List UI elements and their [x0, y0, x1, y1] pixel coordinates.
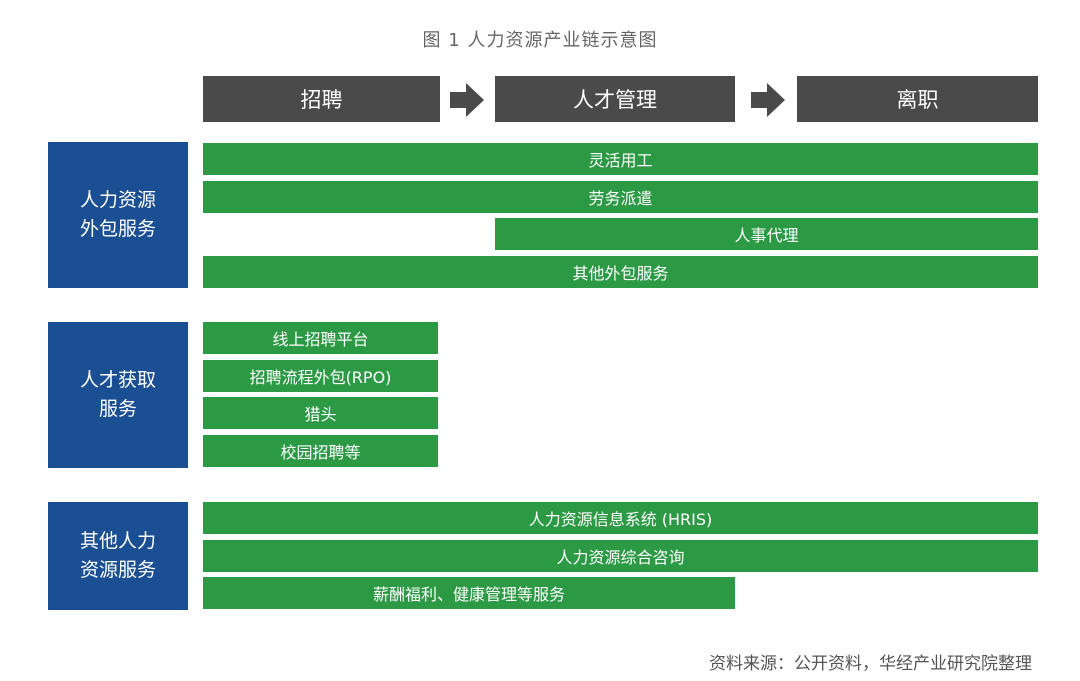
service-bar: 其他外包服务 — [203, 256, 1038, 288]
service-bar: 招聘流程外包(RPO) — [203, 360, 438, 392]
category-other-hr-services: 其他人力资源服务 — [48, 502, 188, 610]
figure-title: 图 1 人力资源产业链示意图 — [422, 30, 658, 51]
stage-recruit: 招聘 — [203, 76, 440, 122]
category-label: 人才获取服务 — [79, 369, 156, 420]
service-bar: 劳务派遣 — [203, 181, 1038, 213]
category-label: 人力资源外包服务 — [79, 189, 156, 240]
category-hr-outsourcing: 人力资源外包服务 — [48, 142, 188, 288]
service-bar: 猎头 — [203, 397, 438, 429]
source-note: 资料来源：公开资料，华经产业研究院整理 — [709, 654, 1032, 674]
service-bar: 人事代理 — [495, 218, 1038, 250]
service-bar: 校园招聘等 — [203, 435, 438, 467]
service-bar: 人力资源综合咨询 — [203, 540, 1038, 572]
arrow-right-icon — [751, 82, 787, 118]
service-bar: 薪酬福利、健康管理等服务 — [203, 577, 735, 609]
arrow-right-icon — [450, 82, 486, 118]
service-bar: 人力资源信息系统 (HRIS) — [203, 502, 1038, 534]
category-talent-acquisition: 人才获取服务 — [48, 322, 188, 468]
service-bar: 线上招聘平台 — [203, 322, 438, 354]
stage-departure: 离职 — [797, 76, 1038, 122]
stage-talent-management: 人才管理 — [495, 76, 735, 122]
service-bar: 灵活用工 — [203, 143, 1038, 175]
category-label: 其他人力资源服务 — [79, 530, 156, 581]
